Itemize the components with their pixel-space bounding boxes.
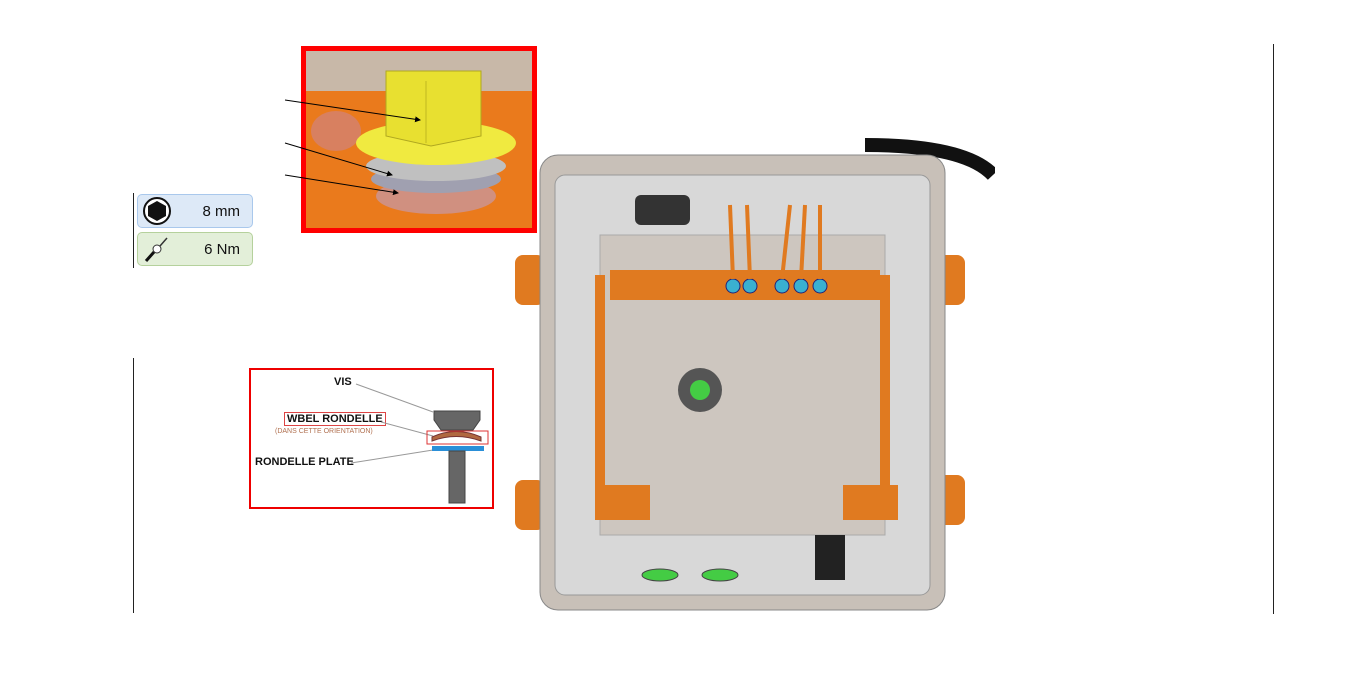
screw-label: VIS	[334, 376, 352, 388]
torque-spec: 6 Nm	[137, 232, 253, 266]
washer-orientation-note: (DANS CETTE ORIENTATION)	[275, 428, 373, 435]
socket-size-value: 8 mm	[202, 202, 241, 220]
enclosure-assembly-image	[515, 138, 995, 611]
socket-size-spec: 8 mm	[137, 194, 253, 228]
washer-label: WBEL RONDELLE	[284, 412, 386, 426]
left-divider	[133, 358, 134, 613]
callout-arrows	[284, 99, 421, 196]
screw-diagram	[350, 383, 489, 504]
bolt-closeup-image	[301, 46, 537, 233]
hex-socket-icon	[143, 197, 171, 225]
flat-washer-label: RONDELLE PLATE	[255, 456, 354, 468]
washer-stack-detail: VIS WBEL RONDELLE (DANS CETTE ORIENTATIO…	[249, 368, 494, 509]
left-divider-top	[133, 193, 134, 268]
torque-value: 6 Nm	[204, 240, 240, 258]
right-divider	[1273, 44, 1274, 614]
torque-wrench-icon	[144, 237, 168, 262]
